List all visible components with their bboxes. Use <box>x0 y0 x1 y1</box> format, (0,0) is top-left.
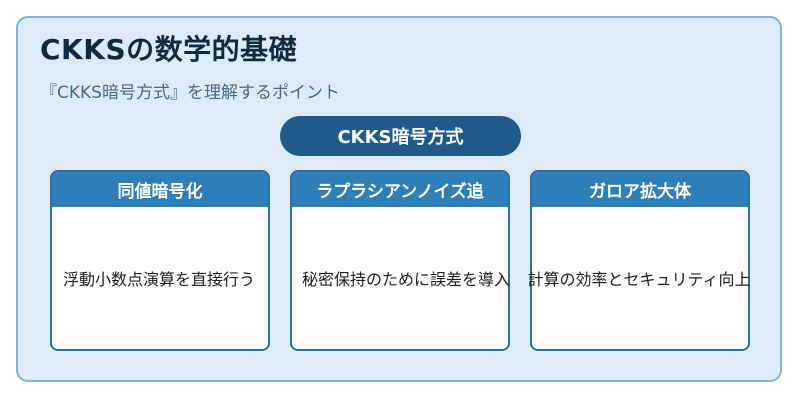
card-body: 浮動小数点演算を直接行う <box>52 207 268 349</box>
center-node: CKKS暗号方式 <box>280 116 521 156</box>
card-header: ラプラシアンノイズ追 <box>292 172 508 207</box>
concept-card-galois: ガロア拡大体 計算の効率とセキュリティ向上 <box>527 170 751 351</box>
concept-card-noise: ラプラシアンノイズ追 秘密保持のために誤差を導入 <box>290 170 510 351</box>
card-description: 浮動小数点演算を直接行う <box>62 270 255 289</box>
concept-card-homomorphic: 同値暗号化 浮動小数点演算を直接行う <box>50 170 270 351</box>
card-description: 計算の効率とセキュリティ向上 <box>527 270 751 289</box>
card-body: 秘密保持のために誤差を導入 <box>292 207 510 349</box>
card-body: 計算の効率とセキュリティ向上 <box>527 207 750 349</box>
page-subtitle: 『CKKS暗号方式』を理解するポイント <box>40 83 340 103</box>
card-description: 秘密保持のために誤差を導入 <box>301 270 510 289</box>
page-title: CKKSの数学的基礎 <box>40 33 298 66</box>
card-header: 同値暗号化 <box>52 172 268 207</box>
card-header: ガロア拡大体 <box>532 172 748 207</box>
